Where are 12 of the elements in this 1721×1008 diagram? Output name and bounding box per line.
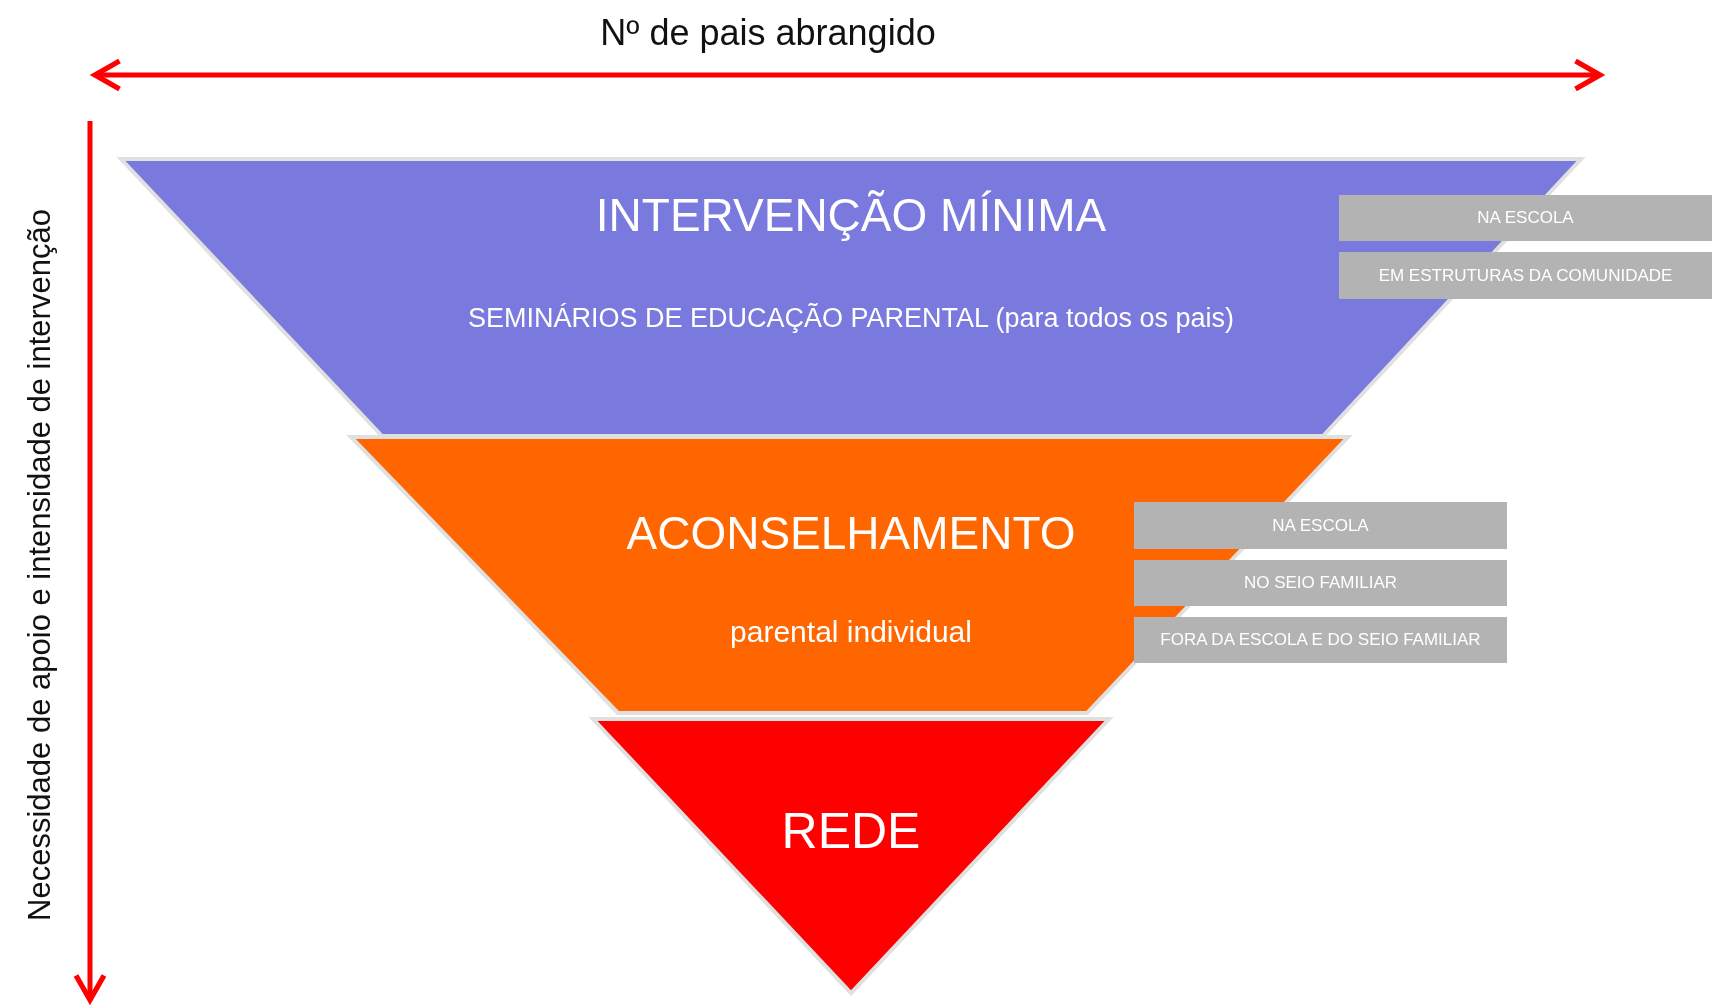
band-heading: ACONSELHAMENTO [626,507,1076,559]
setting-tag: NA ESCOLA [1134,502,1507,549]
band-subtitle: parental individual [730,614,972,648]
setting-tag: FORA DA ESCOLA E DO SEIO FAMILIAR [1134,617,1507,663]
axis-title: Necessidade de apoio e intensidade de intervenção [22,209,58,921]
setting-tag: EM ESTRUTURAS DA COMUNIDADE [1339,252,1712,299]
band-heading: INTERVENÇÃO MÍNIMA [595,189,1107,241]
band-heading: REDE [781,803,921,859]
axis-title: Nº de pais abrangido [600,13,936,53]
setting-tag: NO SEIO FAMILIAR [1134,560,1507,606]
setting-tag: NA ESCOLA [1339,195,1712,241]
band-subtitle: SEMINÁRIOS DE EDUCAÇÃO PARENTAL (para todos os pais) [467,304,1235,334]
